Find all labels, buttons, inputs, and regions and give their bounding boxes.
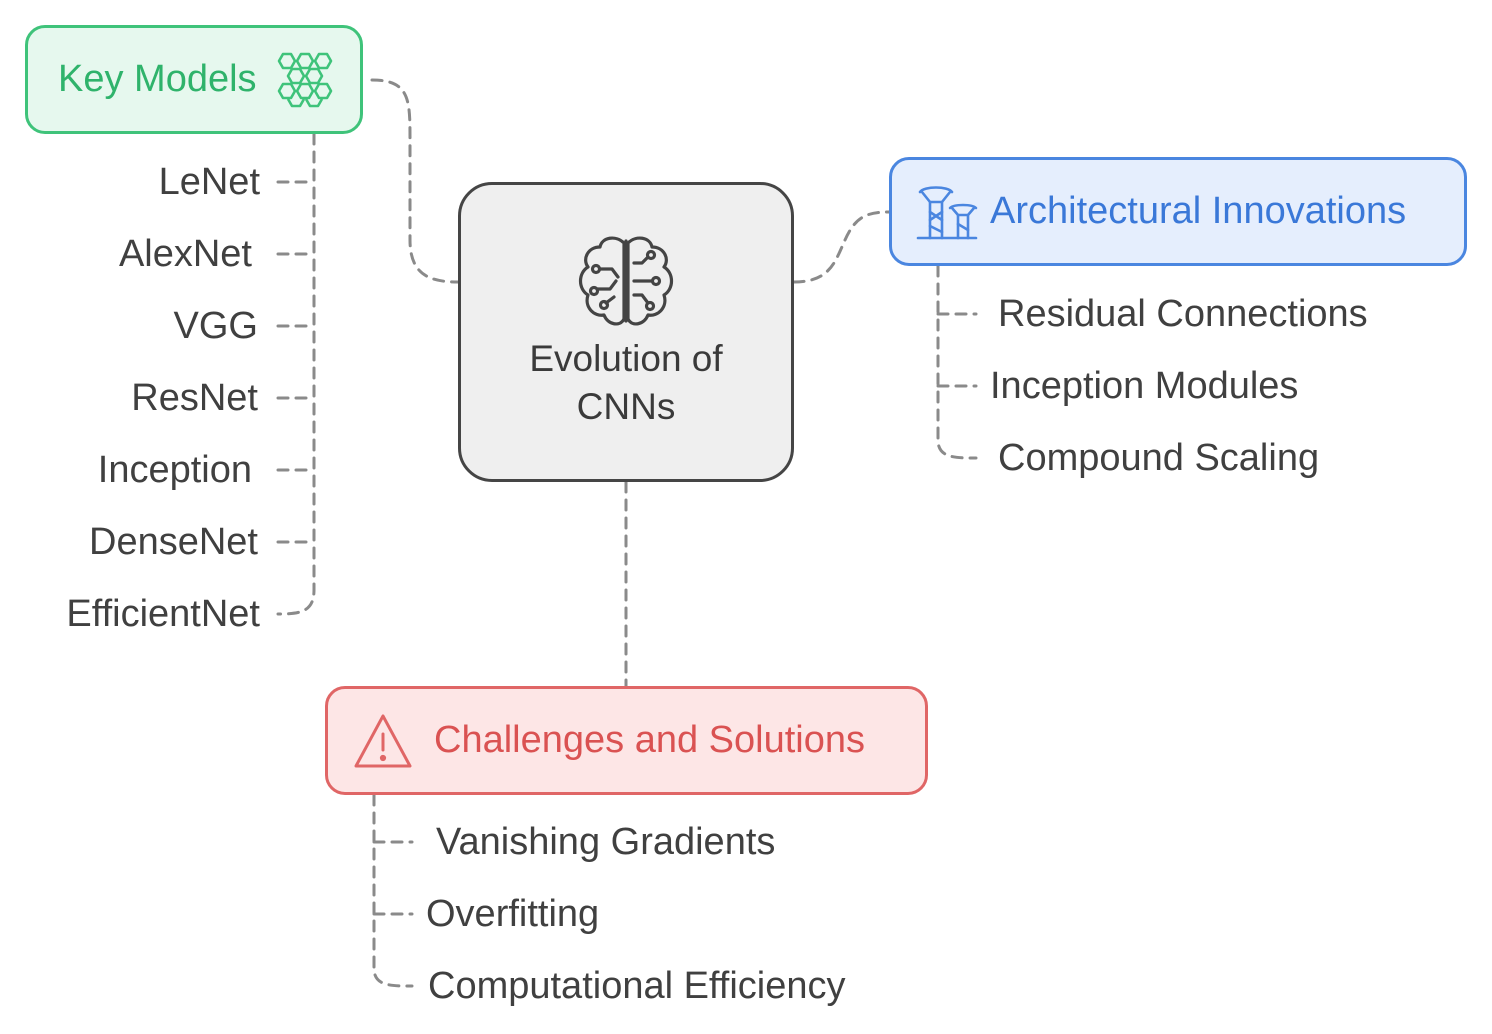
- key-models-label: Key Models: [58, 58, 257, 100]
- list-item: Computational Efficiency: [428, 965, 846, 1007]
- list-item: LeNet: [158, 161, 260, 203]
- central-node[interactable]: Evolution of CNNs: [458, 182, 794, 482]
- tree-structures-icon: [914, 182, 978, 242]
- brain-circuit-icon: [576, 233, 676, 329]
- list-item: Residual Connections: [998, 293, 1368, 335]
- list-item: Overfitting: [426, 893, 600, 935]
- list-item: Vanishing Gradients: [436, 821, 776, 863]
- list-item: VGG: [173, 305, 258, 347]
- list-item: Compound Scaling: [998, 437, 1320, 479]
- architectural-innovations-node[interactable]: Architectural Innovations: [889, 157, 1467, 266]
- list-item: Inception Modules: [990, 365, 1299, 407]
- list-item: EfficientNet: [66, 593, 260, 635]
- list-item: AlexNet: [118, 233, 252, 275]
- honeycomb-icon: [273, 50, 337, 110]
- warning-triangle-icon: [352, 712, 414, 770]
- key-models-node[interactable]: Key Models: [25, 25, 363, 134]
- architectural-innovations-label: Architectural Innovations: [990, 190, 1407, 232]
- challenges-node[interactable]: Challenges and Solutions: [325, 686, 928, 795]
- central-title: Evolution of CNNs: [529, 338, 723, 427]
- list-item: ResNet: [131, 377, 258, 419]
- list-item: Inception: [97, 449, 252, 491]
- list-item: DenseNet: [89, 521, 258, 563]
- challenges-label: Challenges and Solutions: [434, 719, 865, 761]
